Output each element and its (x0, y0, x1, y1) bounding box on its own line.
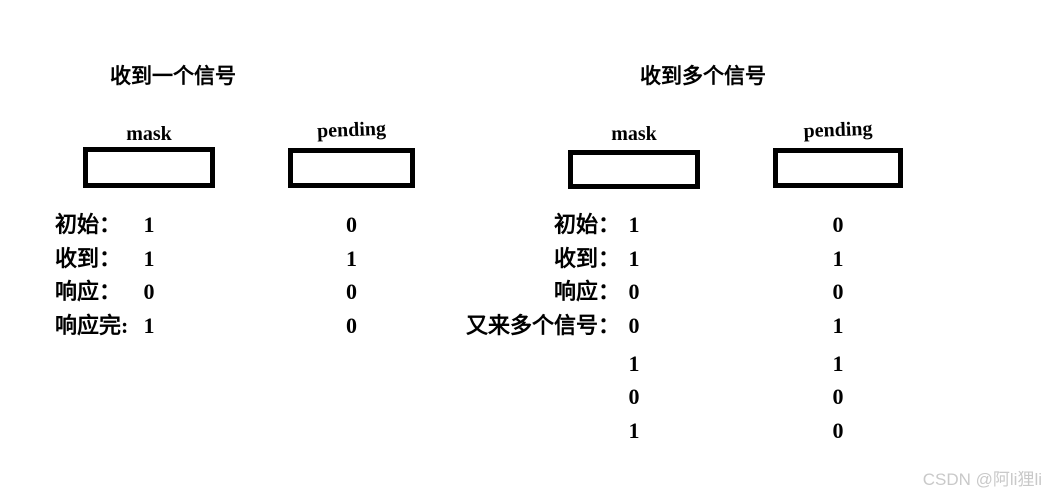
pending-value: 0 (832, 384, 844, 409)
panel-multiple-signals-title: 收到多个信号 (640, 64, 766, 88)
pending-value: 0 (832, 418, 844, 443)
table-row: 1 0 (0, 418, 1048, 444)
mask-value: 0 (628, 384, 640, 409)
pending-value: 0 (832, 279, 844, 304)
pending-register-box (288, 148, 415, 188)
panel-single-signal-title: 收到一个信号 (110, 64, 236, 88)
table-row: 又来多个信号： 0 1 (0, 313, 1048, 339)
table-row: 响应： 0 0 (0, 279, 1048, 305)
mask-value: 1 (628, 212, 640, 237)
pending-register-box (773, 148, 903, 188)
pending-value: 0 (346, 212, 357, 237)
pending-column-label: pending (803, 117, 873, 143)
pending-value: 0 (346, 279, 357, 304)
row-label: 收到： (55, 246, 122, 271)
table-row: 收到： 1 1 (0, 246, 1048, 272)
mask-value: 1 (143, 313, 155, 338)
row-label: 又来多个信号： (465, 313, 620, 338)
table-row: 0 0 (0, 384, 1048, 410)
pending-value: 0 (832, 212, 844, 237)
table-row: 收到： 1 1 (0, 246, 1048, 272)
pending-value: 0 (346, 313, 357, 338)
mask-value: 1 (628, 246, 640, 271)
mask-value: 1 (628, 351, 640, 376)
mask-value: 0 (628, 313, 640, 338)
mask-column-label: mask (611, 123, 657, 145)
row-label: 响应： (553, 279, 620, 304)
mask-column-label: mask (126, 123, 172, 145)
pending-value: 1 (832, 313, 844, 338)
csdn-watermark: CSDN @阿li狸li (922, 470, 1042, 489)
table-row: 响应： 0 0 (0, 279, 1048, 305)
pending-column-label: pending (316, 117, 387, 143)
row-label: 初始： (55, 212, 122, 237)
pending-value: 1 (346, 246, 357, 271)
row-label: 收到： (553, 246, 620, 271)
table-row: 1 1 (0, 351, 1048, 377)
mask-value: 1 (628, 418, 640, 443)
table-row: 初始： 1 0 (0, 212, 1048, 238)
row-label: 初始： (553, 212, 620, 237)
pending-value: 1 (832, 351, 844, 376)
mask-value: 0 (143, 279, 155, 304)
mask-value: 0 (628, 279, 640, 304)
mask-value: 1 (143, 246, 155, 271)
pending-value: 1 (832, 246, 844, 271)
mask-value: 1 (143, 212, 155, 237)
table-row: 初始： 1 0 (0, 212, 1048, 238)
row-label: 响应完: (55, 313, 129, 338)
row-label: 响应： (55, 279, 122, 304)
table-row: 响应完: 1 0 (0, 313, 1048, 339)
mask-register-box (568, 150, 700, 189)
mask-register-box (83, 147, 215, 188)
